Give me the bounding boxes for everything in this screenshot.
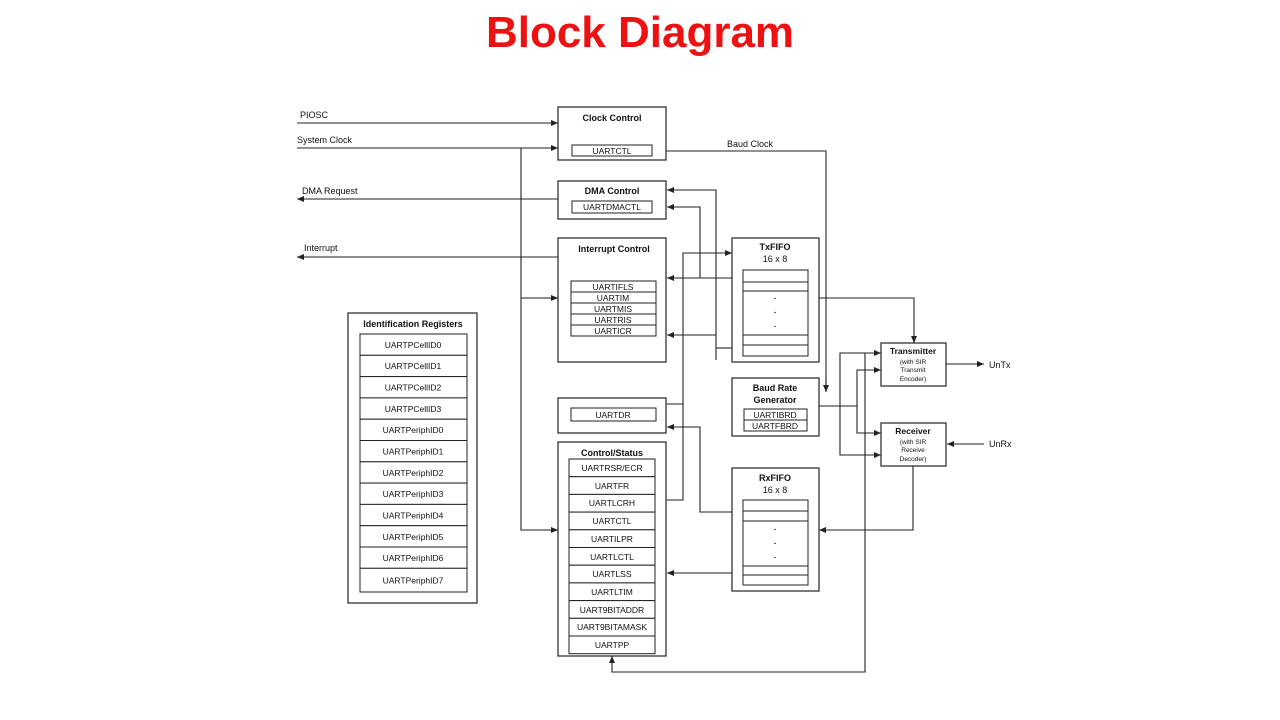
txfifo-block: TxFIFO 16 x 8 - - - [731, 237, 820, 363]
transmitter-sub-1: (with SIR [900, 359, 927, 366]
piosc-label: PIOSC [300, 110, 329, 120]
receiver-sub-2: Receive [901, 447, 925, 454]
clock-control-block: Clock Control UARTCTL [557, 106, 667, 161]
baud-rate-generator-block: Baud Rate Generator UARTIBRD UARTFBRD [731, 377, 820, 437]
txfifo-dot-2: - [774, 307, 777, 317]
identification-registers-block: Identification Registers UARTPCellID0 UA… [347, 312, 478, 604]
register-uartperiphid1: UARTPeriphID1 [383, 447, 444, 457]
baud-clock-label: Baud Clock [727, 139, 774, 149]
register-uartperiphid5: UARTPeriphID5 [383, 532, 444, 542]
register-uartpcellid2: UARTPCellID2 [385, 383, 442, 393]
control-status-title: Control/Status [581, 448, 643, 458]
register-uartlcrh: UARTLCRH [589, 498, 635, 508]
register-uartperiphid3: UARTPeriphID3 [383, 489, 444, 499]
register-uartifls: UARTIFLS [593, 282, 634, 292]
dr-to-txfifo [667, 250, 732, 405]
register-uartltim: UARTLTIM [591, 587, 633, 597]
register-uartlctl: UARTLCTL [590, 552, 634, 562]
register-uartfr: UARTFR [595, 481, 629, 491]
register-uartibrd: UARTIBRD [753, 410, 796, 420]
fifo-to-dma-1 [667, 187, 717, 360]
receiver-sub-3: Decoder) [900, 456, 927, 463]
baud-to-rx-2 [856, 406, 881, 436]
receiver-title: Receiver [895, 426, 931, 436]
system-clock-label: System Clock [297, 135, 353, 145]
dma-control-title: DMA Control [585, 186, 640, 196]
register-uartmis: UARTMIS [594, 304, 632, 314]
register-uartperiphid0: UARTPeriphID0 [383, 425, 444, 435]
register-uartilpr: UARTILPR [591, 534, 633, 544]
register-uartrsr-ecr: UARTRSR/ECR [581, 463, 642, 473]
transmitter-title: Transmitter [890, 346, 937, 356]
connections [297, 120, 984, 673]
clock-control-register: UARTCTL [592, 146, 631, 156]
rxfifo-to-dr [667, 424, 732, 513]
receiver-block: Receiver (with SIR Receive Decoder) [880, 422, 947, 467]
register-uartfbrd: UARTFBRD [752, 421, 798, 431]
ctrl-to-dr [667, 404, 684, 501]
clock-control-title: Clock Control [582, 113, 641, 123]
register-uarticr: UARTICR [594, 326, 632, 336]
register-uartctl: UARTCTL [592, 516, 631, 526]
register-uart9bitaddr: UART9BITADDR [580, 605, 644, 615]
transmitter-sub-2: Transmit [900, 367, 925, 374]
register-uartperiphid4: UARTPeriphID4 [383, 511, 444, 521]
rxfifo-dot-2: - [774, 538, 777, 548]
register-uartlss: UARTLSS [592, 569, 631, 579]
rxfifo-block: RxFIFO 16 x 8 - - - [731, 467, 820, 592]
register-uartpcellid1: UARTPCellID1 [385, 361, 442, 371]
txfifo-dot-1: - [774, 293, 777, 303]
txfifo-size: 16 x 8 [763, 254, 788, 264]
receiver-to-rxfifo [819, 466, 914, 533]
register-uartim: UARTIM [597, 293, 629, 303]
baud-to-transmitter [819, 350, 881, 407]
register-uartperiphid7: UARTPeriphID7 [383, 576, 444, 586]
rxfifo-title: RxFIFO [759, 473, 791, 483]
baud-to-receiver [839, 406, 881, 458]
status-feedback [609, 353, 866, 673]
receiver-sub-1: (with SIR [900, 439, 927, 446]
interrupt-control-title: Interrupt Control [578, 244, 650, 254]
sysclk-to-control-status [520, 148, 558, 533]
register-uartris: UARTRIS [594, 315, 631, 325]
unrx-label: UnRx [989, 439, 1012, 449]
register-uartpp: UARTPP [595, 640, 630, 650]
txfifo-dot-3: - [774, 321, 777, 331]
txfifo-title: TxFIFO [760, 242, 791, 252]
txfifo-to-transmitter [819, 297, 917, 343]
transmitter-sub-3: Encoder) [900, 376, 926, 383]
rxfifo-dot-1: - [774, 524, 777, 534]
baud-clock-line [666, 150, 827, 392]
fifo-to-dma-2 [667, 204, 701, 278]
interrupt-control-block: Interrupt Control UARTIFLS UARTIM UARTMI… [557, 237, 667, 363]
transmitter-block: Transmitter (with SIR Transmit Encoder) [880, 342, 947, 387]
interrupt-label: Interrupt [304, 243, 338, 253]
register-uartpcellid3: UARTPCellID3 [385, 404, 442, 414]
dma-request-label: DMA Request [302, 186, 358, 196]
control-status-block: Control/Status UARTRSR/ECR UARTFR UARTLC… [557, 441, 667, 657]
baud-to-tx-2 [819, 367, 881, 407]
register-uart9bitamask: UART9BITAMASK [577, 622, 647, 632]
identification-title: Identification Registers [363, 319, 463, 329]
data-register-block: UARTDR [557, 397, 667, 434]
register-uartpcellid0: UARTPCellID0 [385, 340, 442, 350]
register-uartperiphid2: UARTPeriphID2 [383, 468, 444, 478]
page-title: Block Diagram [485, 8, 795, 57]
baud-rate-title-2: Generator [753, 395, 797, 405]
register-uartdr: UARTDR [595, 410, 630, 420]
rxfifo-dot-3: - [774, 552, 777, 562]
dma-control-register: UARTDMACTL [583, 202, 641, 212]
baud-rate-title-1: Baud Rate [753, 383, 798, 393]
untx-label: UnTx [989, 360, 1011, 370]
rxfifo-size: 16 x 8 [763, 485, 788, 495]
dma-control-block: DMA Control UARTDMACTL [557, 180, 667, 220]
register-uartperiphid6: UARTPeriphID6 [383, 553, 444, 563]
